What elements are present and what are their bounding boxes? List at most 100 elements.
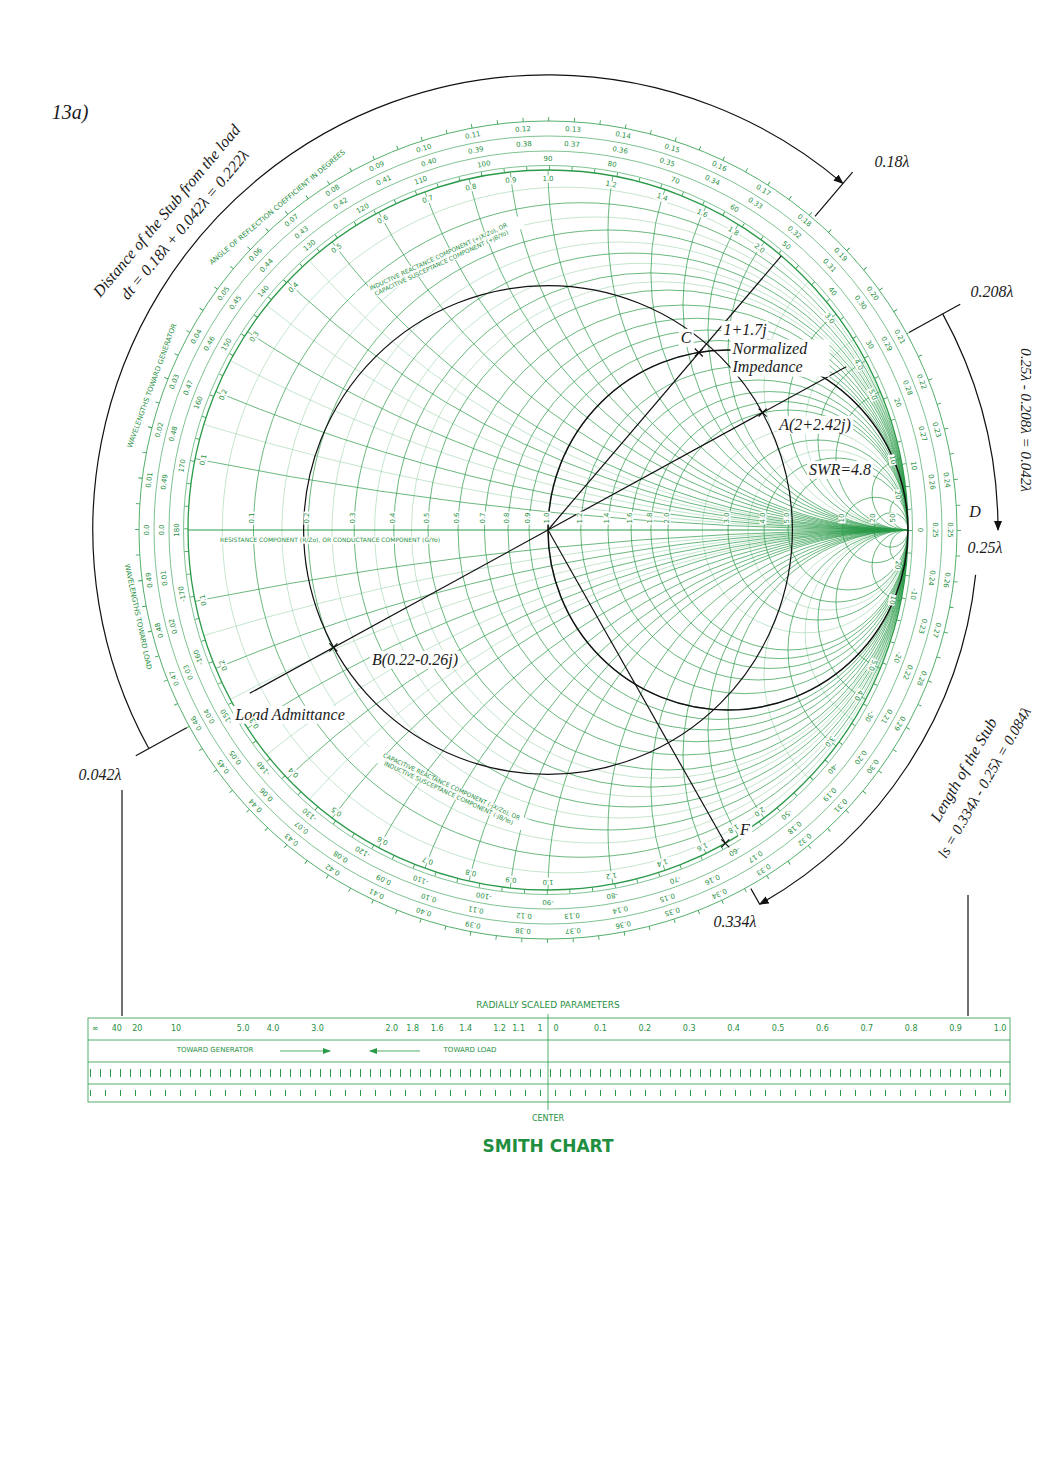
scale-number: 0.38 [515, 141, 533, 149]
handwritten-note: 0.334λ [712, 913, 759, 931]
scale-number: 2.0 [664, 511, 671, 524]
scale-number: 0.39 [464, 919, 483, 929]
scale-number: 0.46 [189, 714, 204, 733]
scale-number: 0.30 [864, 757, 880, 775]
scale-number: 0.8 [464, 183, 478, 193]
scale-title: CENTER [531, 1115, 565, 1124]
scale-title: CAPACITIVE REACTANCE COMPONENT (-jX/Zo),… [365, 746, 536, 835]
scale-number: 0.02 [154, 421, 165, 440]
scale-number: 0.08 [324, 184, 343, 199]
scale-number: 0.0 [159, 523, 166, 536]
scale-number: 0.15 [658, 891, 677, 903]
chart-grid [0, 530, 1056, 1461]
radial-scale [90, 1090, 1008, 1096]
scale-number: -120 [353, 844, 372, 859]
scale-number: 5.0 [236, 1025, 251, 1033]
chart-grid [708, 530, 1056, 930]
scale-number: 0.47 [183, 378, 196, 397]
scale-number: 0.13 [564, 126, 582, 134]
chart-grid [651, 530, 1056, 1044]
distance-arc [943, 314, 998, 530]
scale-number: 0.7 [420, 195, 435, 206]
scale-number: 1.6 [430, 1025, 445, 1033]
chart-rings [139, 121, 957, 939]
scale-number: 0.44 [247, 796, 264, 814]
chart-grid [608, 0, 1056, 530]
scale-number: 0.6 [815, 1025, 830, 1033]
scale-number: -110 [412, 872, 431, 885]
scale-number: 10 [838, 513, 845, 524]
scale-number: 0.49 [146, 571, 155, 589]
scale-number: 0.03 [169, 373, 182, 392]
chart-grid [728, 170, 1056, 530]
chart-rings [188, 170, 908, 890]
scale-number: 0.01 [160, 569, 169, 587]
scale-number: 10 [170, 1025, 182, 1033]
scale-number: -10 [909, 587, 918, 601]
point-label: F [738, 821, 752, 839]
scale-number: 1.6 [694, 839, 709, 851]
radial-line [548, 256, 781, 530]
scale-number: 1.0 [993, 1025, 1008, 1033]
scale-number: 0.13 [563, 911, 581, 919]
scale-number: 1.1 [511, 1025, 526, 1033]
scale-number: 0.27 [931, 620, 942, 639]
scale-number: 0.5 [330, 242, 345, 255]
scale-number: 5.0 [866, 388, 878, 403]
scale-number: 0.7 [480, 511, 487, 524]
scale-number: 0.09 [374, 872, 393, 886]
chart-grid [0, 0, 1056, 530]
scale-number: 0.02 [169, 617, 180, 636]
scale-number: 0.07 [293, 819, 311, 836]
scale-number: 0.2 [218, 388, 230, 403]
chart-rings [137, 119, 959, 941]
scale-number: 0.32 [795, 831, 813, 848]
scale-number: 0.4 [287, 765, 301, 779]
scale-number: 0.24 [926, 569, 935, 587]
scale-number: 20 [893, 489, 901, 501]
scale-number: 0.19 [832, 247, 849, 265]
handwritten-note: dt = 0.18λ + 0.042λ = 0.222λ [116, 145, 255, 305]
scale-number: 0.16 [709, 160, 728, 174]
leader-line [121, 790, 122, 1016]
radial-scale [88, 1014, 1010, 1110]
scale-number: 0.09 [368, 160, 387, 174]
point-label: D [967, 503, 983, 521]
scale-number: 0.34 [709, 886, 728, 900]
scale-number: 0.36 [614, 919, 633, 929]
chart-rings [169, 151, 927, 909]
chart-grid [188, 0, 1056, 530]
scale-number: 0.28 [900, 378, 913, 397]
scale-number: 10 [888, 593, 897, 605]
chart-grid [0, 530, 1056, 1461]
scale-title: RADIALLY SCALED PARAMETERS [475, 1001, 620, 1011]
scale-number: 0.29 [879, 335, 894, 354]
radial-scale [548, 1014, 549, 1110]
radial-scale [88, 1084, 1010, 1085]
scale-number: -160 [193, 647, 206, 666]
scale-number: 0.11 [464, 131, 483, 141]
handwritten-note: Distance of the Stub from the load [89, 119, 246, 302]
scale-title: TOWARD GENERATOR [176, 1047, 255, 1055]
scale-number: 0.34 [703, 174, 722, 188]
scale-number: 0 [552, 1025, 559, 1033]
scale-number: 3.0 [724, 511, 731, 524]
scale-number: 0.1 [199, 592, 208, 606]
scale-number: 0.27 [916, 425, 927, 444]
scale-number: 0.47 [169, 668, 182, 687]
scale-number: 0.11 [466, 904, 485, 914]
chart-grid [308, 0, 1056, 530]
scale-number: -80 [605, 891, 619, 900]
chart-grid-minor [0, 530, 1056, 1461]
chart-grid [548, 0, 1056, 530]
radial-line [548, 530, 725, 843]
chart-caption: SMITH CHART [482, 1136, 613, 1156]
scale-number: 0.5 [330, 804, 345, 817]
chart-grid-minor [764, 530, 1052, 818]
point-mark [695, 349, 703, 357]
scale-number: 0.45 [216, 757, 232, 775]
scale-number: -20 [891, 649, 902, 664]
scale-number: 70 [669, 176, 682, 186]
scale-number: 0.4 [726, 1025, 741, 1033]
